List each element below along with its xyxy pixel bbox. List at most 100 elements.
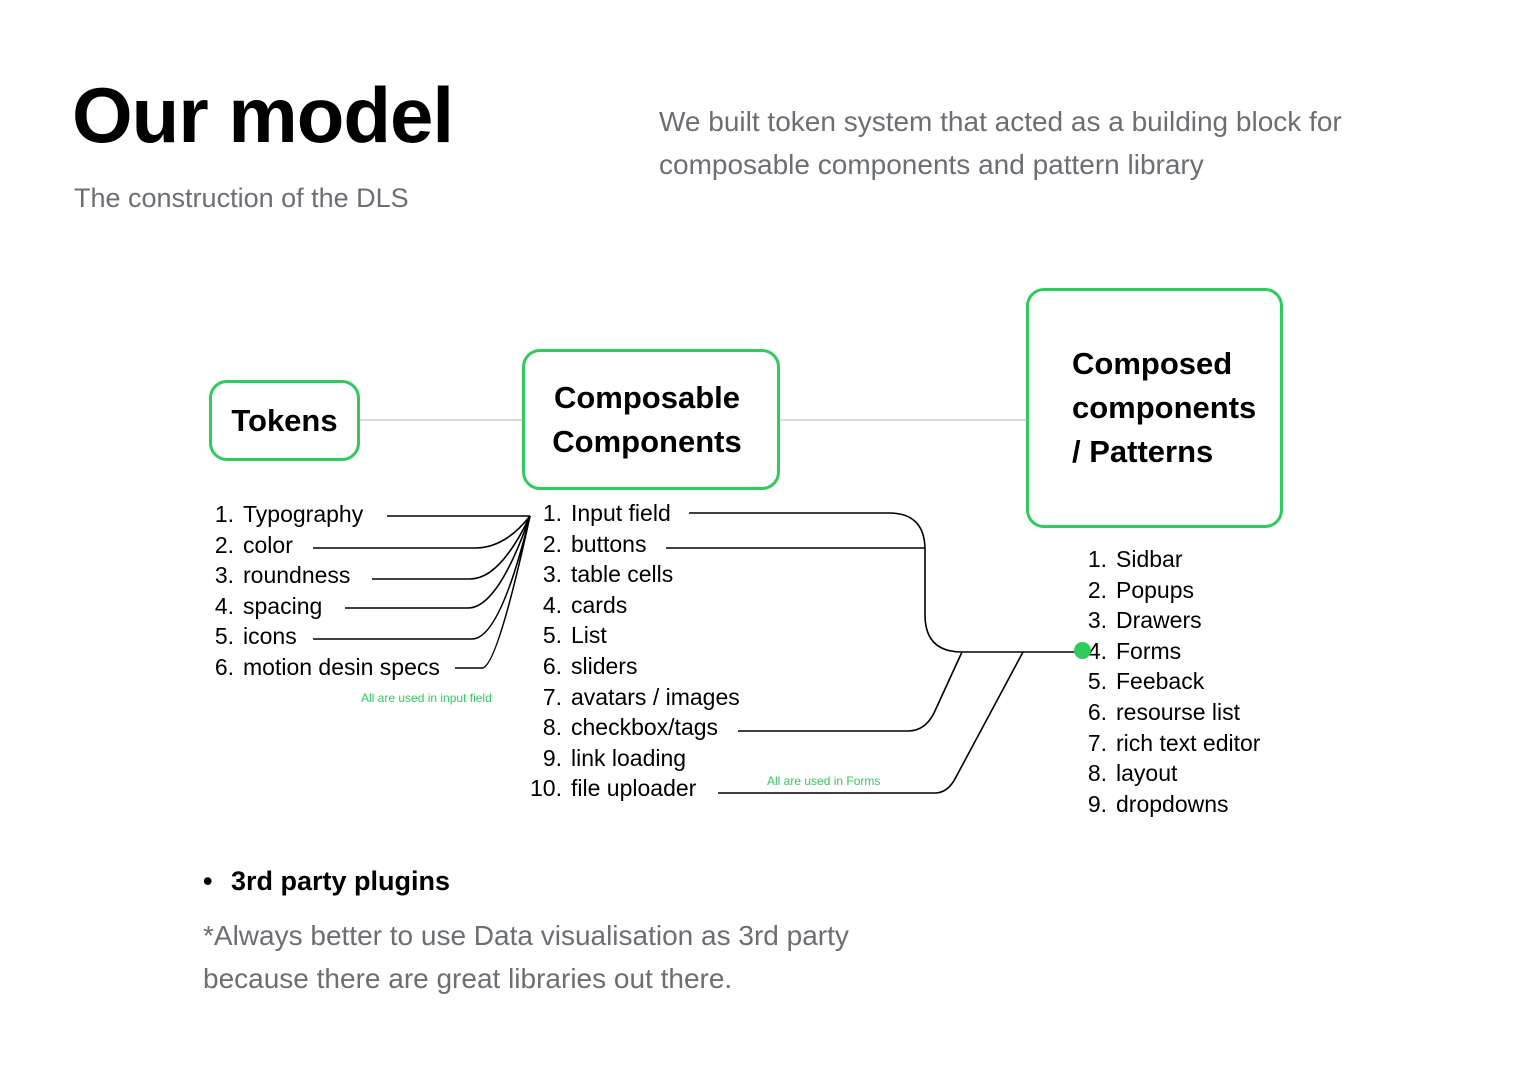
list-item: 3. table cells [525,559,740,590]
list-item-label: motion desin specs [243,653,440,680]
list-item-label: link loading [571,744,687,771]
list-item: 4. cards [525,590,740,621]
list-item: 7. avatars / images [525,682,740,713]
plugins-note: *Always better to use Data visualisation… [203,920,849,994]
list-item-number: 9. [542,744,562,771]
list-item: 9. link loading [525,743,740,774]
list-item: 1. Typography [212,499,440,530]
list-item-label: dropdowns [1116,790,1229,817]
list-item-label: color [243,531,293,558]
input-field-note: All are used in input field [361,691,492,705]
list-item: 2. Popups [1085,575,1260,606]
list-item: 6. resourse list [1085,697,1260,728]
list-item: 1. Input field [525,498,740,529]
list-item-number: 9. [1087,790,1107,817]
list-item-label: Drawers [1116,607,1202,634]
tokens-box: Tokens [209,380,360,461]
list-item-number: 8. [1087,760,1107,787]
list-item-number: 8. [542,714,562,741]
list-item-number: 4. [1087,637,1107,664]
list-item-number: 4. [214,592,234,619]
list-item-number: 1. [214,501,234,527]
connector-spacing [345,515,531,609]
intro-text: We built token system that acted as a bu… [659,106,1342,180]
composed-title: Composed components / Patterns [1072,342,1256,474]
list-item-label: cards [571,591,628,618]
connector-input-field [689,512,1083,653]
list-item-label: Sidbar [1116,546,1183,572]
connector-roundness [372,515,531,580]
composable-title-line: Components [552,423,742,459]
list-item-number: 2. [214,531,234,558]
list-item: 5. List [525,620,740,651]
forms-connection-dot [1074,642,1091,659]
list-item: 6. sliders [525,651,740,682]
plugins-heading: • 3rd party plugins [203,866,450,897]
connector-checkbox [738,651,963,732]
list-item-label: Popups [1116,576,1195,603]
list-item-number: 10. [530,775,562,802]
list-item-number: 7. [542,683,562,710]
list-item: 9. dropdowns [1085,789,1260,820]
list-item-number: 5. [1087,668,1107,695]
list-item-label: Input field [571,500,671,526]
bullet-icon: • [203,866,213,896]
composed-patterns-box: Composed components / Patterns [1026,288,1283,528]
list-item-label: layout [1116,760,1178,787]
list-item-label: resourse list [1116,698,1240,725]
list-item: 2. color [212,530,440,561]
list-item-number: 1. [1087,546,1107,572]
list-item: 7. rich text editor [1085,728,1261,759]
forms-note: All are used in Forms [767,774,881,788]
list-item-label: Forms [1116,637,1182,664]
list-item: 6. motion desin specs [212,652,440,683]
list-item-label: Typography [243,501,364,527]
list-item-number: 3. [542,561,562,588]
list-item-number: 6. [542,652,562,679]
connector-icons [313,515,531,640]
composed-title-line: components [1072,390,1257,425]
list-item-number: 5. [542,622,562,649]
page-title: Our model [72,71,454,159]
composed-title-line: / Patterns [1072,434,1214,469]
list-item-number: 3. [214,562,234,589]
list-item-number: 2. [1087,576,1107,603]
list-item-label: List [571,622,607,649]
list-item: 8. checkbox/tags [525,712,740,743]
list-item-number: 4. [542,591,562,618]
list-item: 8. layout [1085,758,1260,789]
plugins-title: 3rd party plugins [231,866,451,896]
tokens-title: Tokens [231,402,338,438]
list-item-number: 6. [1087,698,1107,725]
list-item-label: spacing [243,592,323,619]
composable-components-box: Composable Components [522,349,780,490]
list-item-label: file uploader [571,775,697,802]
list-item-number: 1. [542,500,562,526]
list-item-label: table cells [571,561,674,588]
list-item-number: 6. [214,653,234,680]
list-item-label: sliders [571,652,638,679]
list-item: 2.buttons [525,529,740,560]
list-item: 4. Forms [1085,636,1260,667]
list-item: 5. Feeback [1085,666,1260,697]
list-item-label: rich text editor [1116,729,1261,756]
list-item-number: 7. [1087,729,1107,756]
composable-title: Composable Components [552,376,749,464]
page-subtitle: The construction of the DLS [74,183,409,213]
list-item-label: avatars / images [571,683,740,710]
connector-file-uploader [718,651,1024,794]
list-item: 3.Drawers [1085,605,1260,636]
list-item: 5. icons [212,621,440,652]
list-item: 10. file uploader [525,773,740,804]
list-item-label: checkbox/tags [571,714,719,741]
list-item-label: icons [243,623,297,650]
list-item-number: 5. [214,623,234,650]
connector-motion [455,515,531,669]
connector-color [313,515,531,549]
list-item-label: Feeback [1116,668,1205,695]
list-item-label: roundness [243,562,351,589]
list-item: 4. spacing [212,591,440,622]
